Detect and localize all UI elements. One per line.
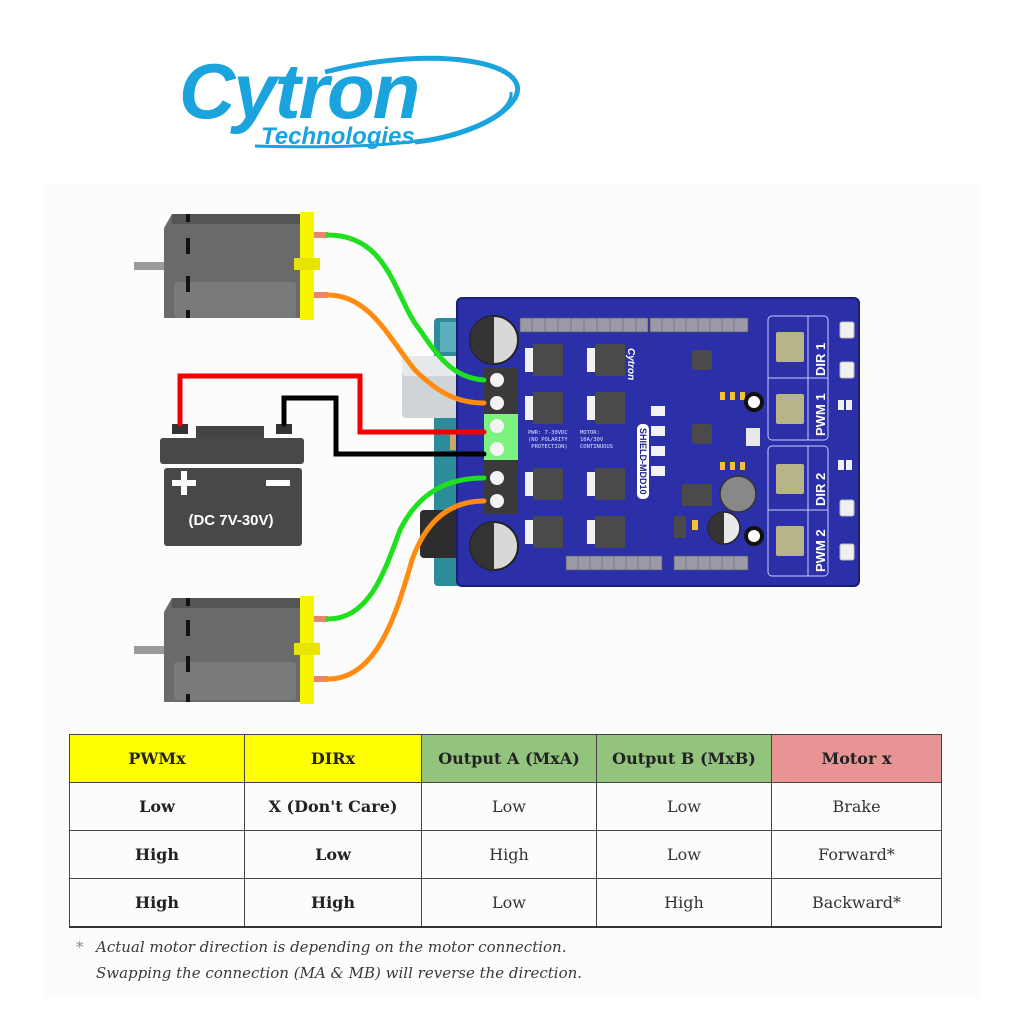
truth-table: PWMx DIRx Output A (MxA) Output B (MxB) … bbox=[69, 734, 942, 928]
cell-dir: Low bbox=[244, 830, 422, 879]
footnote-line-1: Actual motor direction is depending on t… bbox=[96, 938, 567, 956]
header-output-a: Output A (MxA) bbox=[421, 734, 597, 783]
cell-motor: Forward* bbox=[771, 830, 942, 879]
cell-dir: High bbox=[244, 878, 422, 928]
cell-motor: Brake bbox=[771, 782, 942, 831]
cell-pwm: Low bbox=[69, 782, 245, 831]
table-header-row: PWMx DIRx Output A (MxA) Output B (MxB) … bbox=[69, 734, 942, 783]
terminal-block-power bbox=[484, 414, 518, 460]
cell-output-b: Low bbox=[596, 782, 772, 831]
cell-motor: Backward* bbox=[771, 878, 942, 928]
cell-output-a: Low bbox=[421, 878, 597, 928]
terminal-block-motor1 bbox=[484, 368, 518, 414]
motor-driver-shield bbox=[456, 297, 860, 587]
cell-pwm: High bbox=[69, 878, 245, 928]
cell-output-a: Low bbox=[421, 782, 597, 831]
logo-subtitle: Technologies bbox=[261, 123, 415, 150]
logo-swoosh-icon bbox=[254, 55, 520, 149]
table-row: Low X (Don't Care) Low Low Brake bbox=[69, 782, 942, 831]
header-output-b: Output B (MxB) bbox=[596, 734, 772, 783]
motor-1 bbox=[134, 212, 328, 320]
cytron-logo: Cytron Technologies bbox=[175, 50, 535, 160]
cell-output-b: High bbox=[596, 878, 772, 928]
logo-brand: Cytron bbox=[179, 47, 420, 135]
switch-label-pwm2: PWM 2 bbox=[813, 529, 828, 572]
table-row: High High Low High Backward* bbox=[69, 878, 942, 928]
cell-output-a: High bbox=[421, 830, 597, 879]
switch-label-dir1: DIR 1 bbox=[813, 342, 828, 376]
cell-output-b: Low bbox=[596, 830, 772, 879]
switch-label-dir2: DIR 2 bbox=[813, 472, 828, 506]
wires bbox=[177, 232, 487, 682]
motor-2 bbox=[134, 596, 328, 704]
battery bbox=[160, 424, 304, 546]
silkscreen-motor: MOTOR: 10A/30V CONTINUOUS bbox=[580, 430, 614, 450]
capacitor-top bbox=[469, 315, 519, 365]
board-brand-mark: Cytron bbox=[625, 348, 636, 381]
battery-voltage-label: (DC 7V-30V) bbox=[188, 512, 274, 529]
table-row: High Low High Low Forward* bbox=[69, 830, 942, 879]
footnote: * Actual motor direction is depending on … bbox=[76, 934, 582, 986]
header-motor: Motor x bbox=[771, 734, 942, 783]
header-dirx: DIRx bbox=[244, 734, 422, 783]
minus-icon bbox=[266, 480, 290, 486]
switch-label-pwm1: PWM 1 bbox=[813, 393, 828, 436]
capacitor-bottom bbox=[469, 521, 519, 571]
battery-symbols bbox=[172, 471, 290, 495]
cell-dir: X (Don't Care) bbox=[244, 782, 422, 831]
header-pwmx: PWMx bbox=[69, 734, 245, 783]
cell-pwm: High bbox=[69, 830, 245, 879]
footnote-marker: * bbox=[76, 938, 84, 956]
terminal-block-motor2 bbox=[484, 460, 518, 514]
silkscreen-power: PWR: 7-30VDC (NO POLARITY PROTECTION) bbox=[528, 430, 568, 450]
footnote-line-2: Swapping the connection (MA & MB) will r… bbox=[96, 964, 583, 982]
board-model-label: SHIELD-MDD10 bbox=[637, 424, 649, 499]
